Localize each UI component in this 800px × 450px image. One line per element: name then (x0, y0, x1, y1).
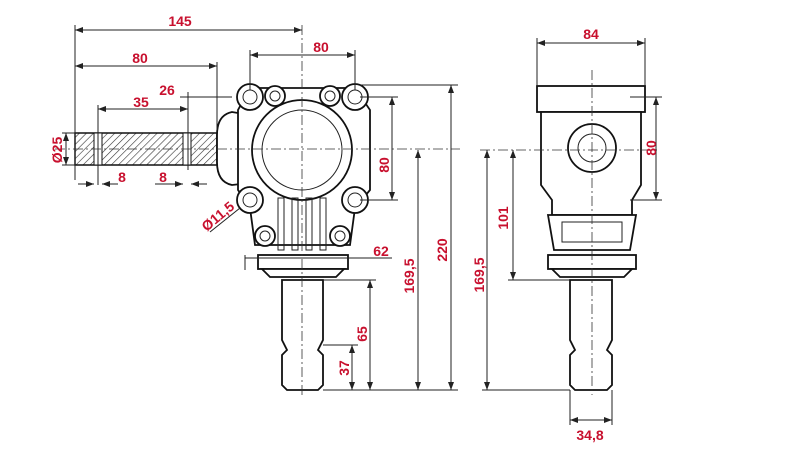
dim-spline-length: 37 (336, 360, 352, 376)
flange-lip (259, 268, 347, 278)
dim-flange-bolt-spacing-v: 80 (376, 157, 392, 173)
bolts (254, 85, 351, 247)
dim-side-shaft-diameter: 34,8 (576, 427, 603, 443)
dim-overall-width: 145 (168, 13, 192, 29)
dim-hole-diameter: Ø11,5 (198, 198, 237, 234)
dim-keyway-width-1: 8 (118, 169, 126, 185)
dim-axis-to-flange: 101 (495, 206, 511, 230)
side-output-shaft (569, 279, 613, 391)
side-top-cap (536, 85, 646, 113)
front-dimension-lines (62, 25, 458, 391)
side-view (480, 70, 660, 395)
dim-side-width: 84 (583, 26, 599, 42)
mount-ears (236, 83, 369, 214)
dim-shaft-offset: 26 (159, 82, 175, 98)
dim-output-shaft-length: 65 (354, 326, 370, 342)
dim-flange-bolt-spacing-h: 80 (313, 39, 329, 55)
dim-side-bolt-spacing: 80 (643, 140, 659, 156)
dim-keyway-width-2: 8 (159, 169, 167, 185)
dim-shaft-length: 80 (132, 50, 148, 66)
ribs (277, 197, 327, 251)
output-shaft (281, 279, 324, 391)
dim-keyway-distance: 35 (133, 94, 149, 110)
dim-flange-diameter: 62 (373, 243, 389, 259)
dim-side-axis-to-bottom: 169,5 (471, 257, 487, 292)
front-view (55, 25, 460, 395)
side-dimension-lines (482, 38, 662, 425)
dim-axis-to-bottom: 169,5 (401, 258, 417, 293)
dim-overall-height: 220 (434, 238, 450, 262)
dim-shaft-diameter: Ø25 (49, 137, 65, 164)
output-flange (257, 254, 349, 270)
